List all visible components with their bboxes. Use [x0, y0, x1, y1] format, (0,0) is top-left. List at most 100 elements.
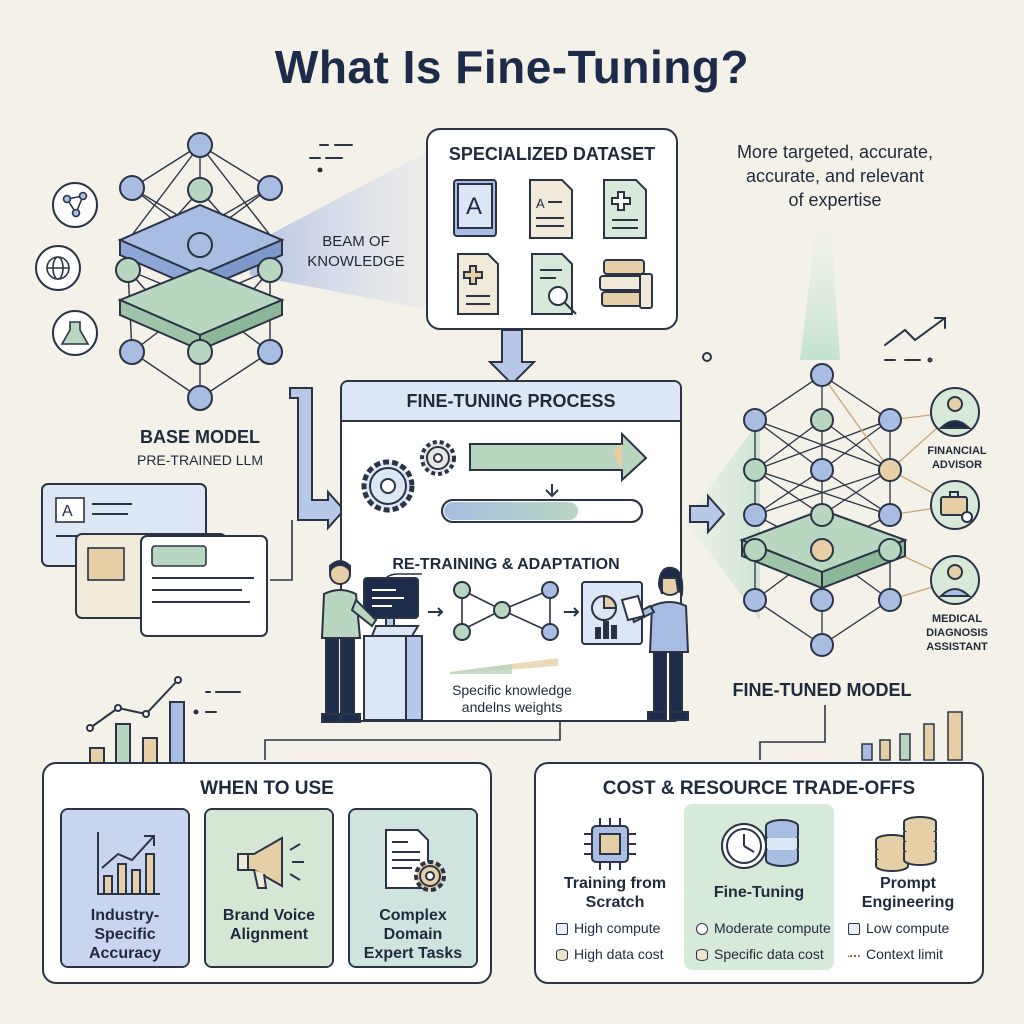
fine-tuned-title: FINE-TUNED MODEL	[732, 680, 912, 700]
card-label-line2: Expert Tasks	[363, 945, 463, 962]
engineer-figure	[320, 560, 378, 723]
tradeoff-column-prompt: Prompt Engineering	[840, 874, 976, 912]
tradeoff-row: Moderate compute	[696, 920, 831, 936]
role-label-line1: MEDICAL	[931, 613, 983, 625]
process-header	[342, 382, 680, 422]
process-illustration	[361, 431, 648, 674]
financial-advisor-icon	[930, 387, 980, 437]
page-title: What Is Fine-Tuning?	[274, 41, 750, 93]
computer-terminal-icon	[363, 577, 423, 721]
people-illustration	[320, 560, 690, 723]
use-card-label: Industry-Specific Accuracy	[62, 906, 188, 963]
role-financial-advisor: FINANCIAL ADVISOR	[915, 444, 999, 472]
coins-stack-icon	[875, 816, 937, 872]
tradeoff-row: High data cost	[556, 946, 664, 962]
document-gear-icon	[385, 829, 446, 892]
card-label-line1: Complex Domain	[379, 907, 447, 943]
clock-database-icon	[721, 819, 799, 869]
base-documents: A	[41, 483, 268, 637]
base-model-nodes	[115, 132, 283, 411]
decorative-dots	[193, 144, 353, 715]
tradeoff-row-text: Specific data cost	[714, 946, 824, 962]
note-line1: More targeted, accurate,	[736, 142, 934, 162]
side-icons	[35, 182, 98, 356]
dataset-icons: A A	[453, 179, 653, 315]
caption-line2: andelns weights	[461, 699, 563, 715]
book-icon: A	[453, 179, 497, 237]
process-title: FINE-TUNING PROCESS	[406, 391, 616, 411]
note-line3: of expertise	[788, 190, 882, 210]
column-label-line2: Scratch	[585, 894, 645, 911]
note-line2: accurate, and relevant	[745, 166, 925, 186]
use-card-complex-domain: Complex Domain Expert Tasks	[348, 808, 478, 968]
process-arrow	[469, 431, 648, 483]
use-card-industry: Industry-Specific Accuracy	[60, 808, 190, 968]
beam-label: BEAM OF KNOWLEDGE	[296, 232, 416, 272]
card-label-line1: Industry-Specific	[90, 907, 160, 943]
search-document-icon	[531, 253, 577, 315]
tradeoffs-title: COST & RESOURCE TRADE-OFFS	[602, 778, 916, 799]
tradeoff-column-training: Training from Scratch	[550, 874, 680, 912]
health-report-icon	[457, 253, 499, 315]
bar-chart-decoration-right	[861, 711, 963, 761]
fine-tuned-network	[754, 374, 956, 646]
tradeoff-row-text: High data cost	[574, 946, 664, 962]
cpu-chip-icon	[848, 923, 860, 935]
tradeoff-row: Low compute	[848, 920, 949, 936]
dotted-line-icon	[848, 955, 860, 961]
gear-icon-large	[361, 459, 415, 513]
doctor-icon	[930, 555, 980, 605]
cpu-chip-icon	[584, 818, 636, 870]
tradeoff-row-text: Moderate compute	[714, 920, 831, 936]
tradeoffs-panel: COST & RESOURCE TRADE-OFFS Training from…	[534, 762, 984, 984]
tradeoff-row: High compute	[556, 920, 660, 936]
beam-label-line2: KNOWLEDGE	[307, 253, 405, 270]
card-bg	[206, 810, 332, 966]
specialized-dataset-panel: SPECIALIZED DATASET A A	[426, 128, 678, 330]
beam-label-line1: BEAM OF	[322, 233, 390, 250]
fine-tuned-nodes	[743, 363, 902, 657]
flask-icon	[60, 321, 90, 345]
database-books-icon	[599, 259, 653, 309]
tradeoff-column-fine-tuning: Fine-Tuning	[686, 884, 832, 902]
card-label-line2: Accuracy	[88, 945, 162, 962]
flow-arrows	[289, 329, 726, 535]
tradeoff-row-text: Context limit	[866, 946, 944, 962]
bar-chart-decoration	[86, 676, 185, 769]
when-to-use-title: WHEN TO USE	[200, 778, 334, 799]
medical-document-icon	[603, 179, 647, 239]
globe-icon	[46, 256, 70, 280]
progress-fill	[444, 502, 578, 520]
column-label-line2: Engineering	[861, 894, 955, 911]
clock-icon	[696, 923, 708, 935]
fine-tuning-process-panel: FINE-TUNING PROCESS	[340, 380, 682, 722]
megaphone-icon	[237, 836, 304, 889]
role-label-line1: FINANCIAL	[927, 445, 987, 457]
role-medical-assistant: MEDICAL DIAGNOSIS ASSISTANT	[915, 612, 999, 654]
column-label-line1: Training from	[563, 875, 667, 892]
role-label-line2: ADVISOR	[931, 459, 983, 471]
database-icon	[556, 949, 568, 961]
document-icon: A	[529, 179, 573, 239]
process-caption: Specific knowledge andelns weights	[412, 682, 612, 716]
analyst-figure	[620, 566, 690, 721]
svg-text:A: A	[536, 196, 545, 211]
role-label-line2: DIAGNOSIS	[926, 627, 988, 639]
fine-tune-beam	[685, 420, 760, 620]
svg-text:A: A	[62, 503, 73, 520]
tradeoff-row: Specific data cost	[696, 946, 824, 962]
card-label-line1: Brand Voice	[222, 907, 316, 924]
expertise-note: More targeted, accurate, accurate, and r…	[700, 140, 970, 212]
database-icon	[696, 949, 708, 961]
tradeoff-row: Context limit	[848, 946, 943, 962]
base-model-subtitle: PRE-TRAINED LLM	[136, 452, 264, 468]
column-label-line1: Prompt	[880, 875, 936, 892]
dataset-title: SPECIALIZED DATASET	[448, 144, 656, 164]
knowledge-beam	[250, 150, 430, 310]
gear-icon-small	[420, 440, 456, 476]
growth-chart-icon	[97, 832, 160, 895]
base-model-title: BASE MODEL	[139, 427, 260, 447]
column-label-line1: Fine-Tuning	[713, 884, 805, 901]
svg-text:A: A	[466, 193, 482, 220]
